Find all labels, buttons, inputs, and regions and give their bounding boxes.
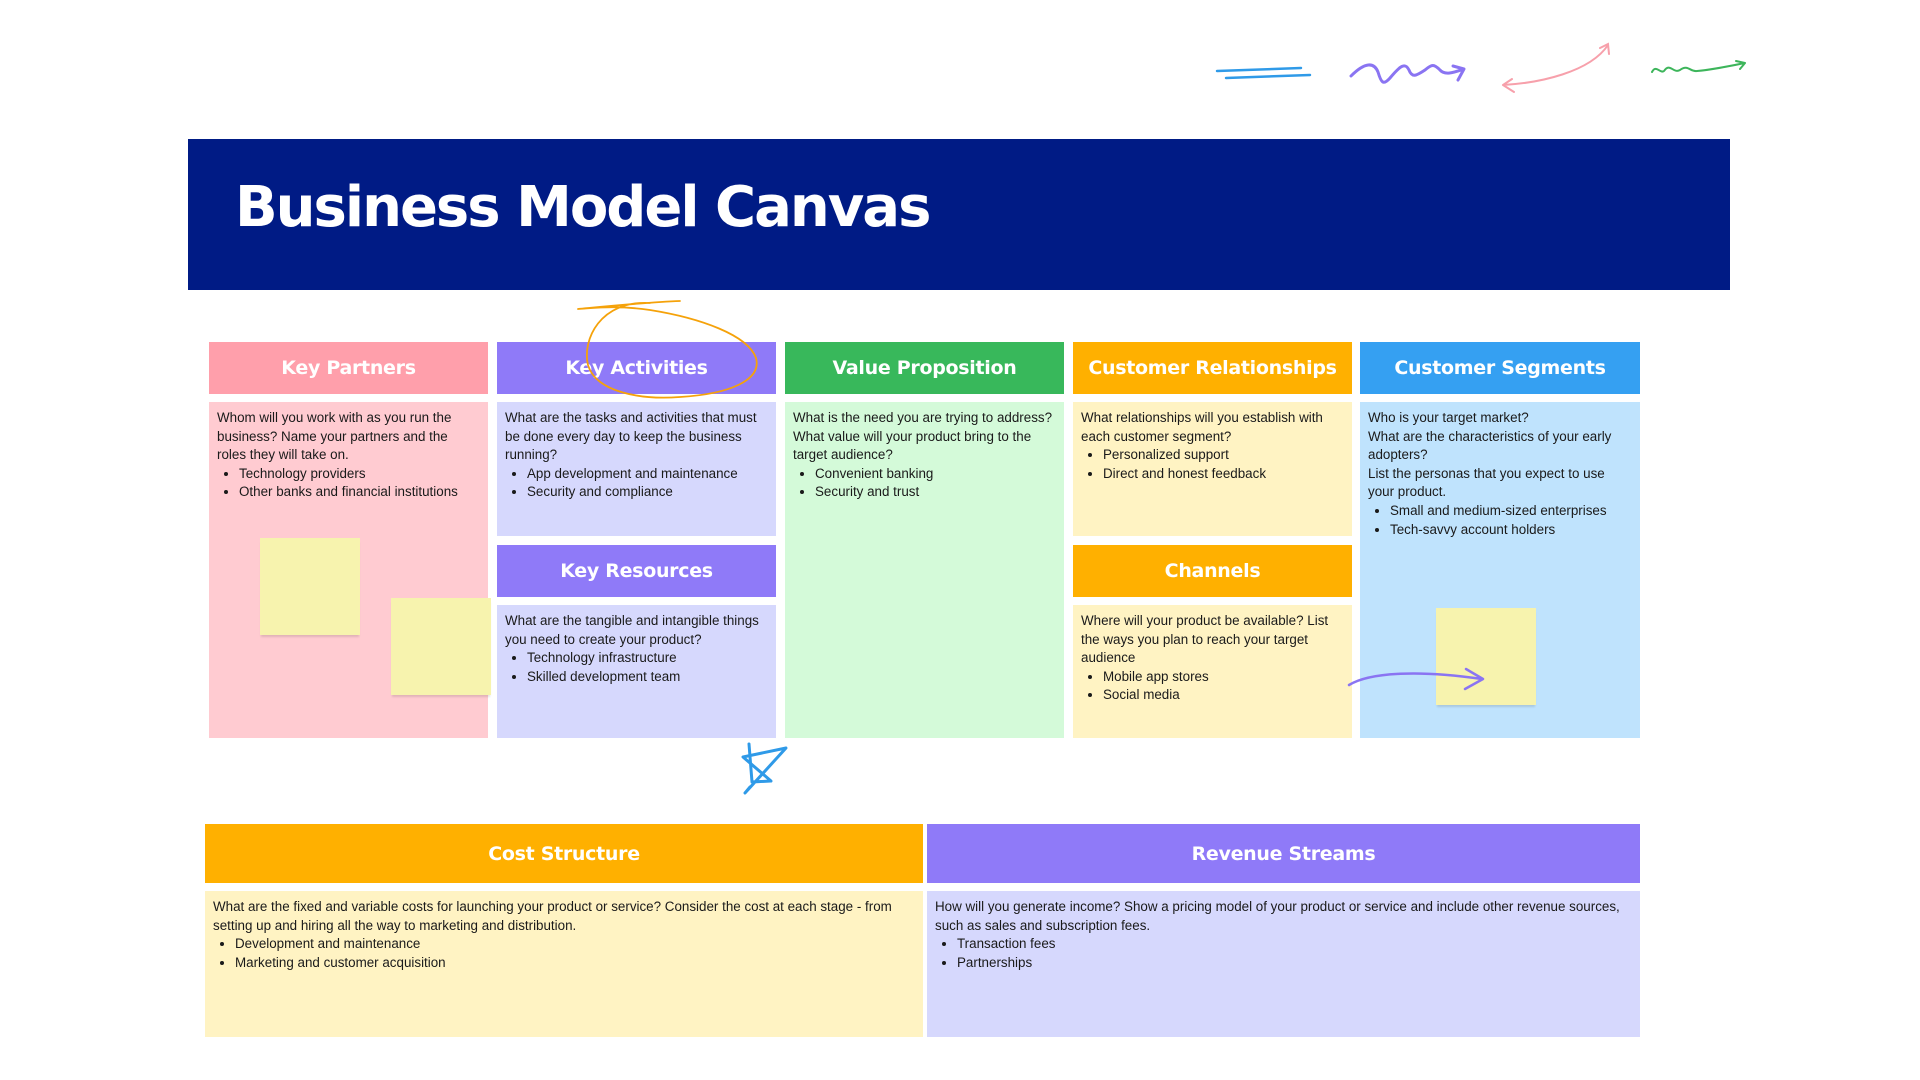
purple-squiggle-arrow [1349, 63, 1466, 84]
value-proposition-body[interactable]: What is the need you are trying to addre… [785, 402, 1064, 738]
list-item: Transaction fees [957, 935, 1632, 954]
channels-label: Channels [1164, 560, 1261, 582]
list-item: Technology providers [239, 465, 480, 484]
key-activities-header[interactable]: Key Activities [497, 342, 776, 394]
sticky-note[interactable] [260, 538, 360, 635]
green-squiggle-arrow [1651, 60, 1746, 73]
cost-structure-header[interactable]: Cost Structure [205, 824, 923, 883]
list-item: Security and compliance [527, 483, 768, 502]
blue-line-2 [1224, 73, 1312, 80]
revenue-streams-body[interactable]: How will you generate income? Show a pri… [927, 891, 1640, 1037]
list-item: Marketing and customer acquisition [235, 954, 915, 973]
key-resources-list: Technology infrastructure Skilled develo… [505, 649, 768, 686]
key-partners-header[interactable]: Key Partners [209, 342, 488, 394]
list-item: Social media [1103, 686, 1344, 705]
list-item: Convenient banking [815, 465, 1056, 484]
customer-relationships-prompt: What relationships will you establish wi… [1081, 410, 1323, 444]
list-item: Tech-savvy account holders [1390, 521, 1632, 540]
key-partners-prompt: Whom will you work with as you run the b… [217, 410, 452, 463]
channels-body[interactable]: Where will your product be available? Li… [1073, 605, 1352, 738]
pink-double-arrow [1502, 42, 1610, 93]
key-resources-prompt: What are the tangible and intangible thi… [505, 613, 759, 647]
key-activities-body[interactable]: What are the tasks and activities that m… [497, 402, 776, 536]
customer-relationships-list: Personalized support Direct and honest f… [1081, 446, 1344, 483]
list-item: Partnerships [957, 954, 1632, 973]
list-item: Development and maintenance [235, 935, 915, 954]
blue-line-1 [1215, 66, 1303, 73]
key-partners-list: Technology providers Other banks and fin… [217, 465, 480, 502]
value-proposition-list: Convenient banking Security and trust [793, 465, 1056, 502]
customer-segments-prompt-2: What are the characteristics of your ear… [1368, 428, 1612, 463]
list-item: Personalized support [1103, 446, 1344, 465]
cost-structure-body[interactable]: What are the fixed and variable costs fo… [205, 891, 923, 1037]
customer-segments-label: Customer Segments [1394, 357, 1606, 379]
list-item: Other banks and financial institutions [239, 483, 480, 502]
key-activities-list: App development and maintenance Security… [505, 465, 768, 502]
list-item: Technology infrastructure [527, 649, 768, 668]
key-activities-prompt: What are the tasks and activities that m… [505, 410, 757, 463]
value-proposition-prompt: What is the need you are trying to addre… [793, 410, 1053, 463]
list-item: Skilled development team [527, 668, 768, 687]
list-item: App development and maintenance [527, 465, 768, 484]
title-banner: Business Model Canvas [188, 139, 1730, 290]
customer-relationships-header[interactable]: Customer Relationships [1073, 342, 1352, 394]
channels-prompt: Where will your product be available? Li… [1081, 613, 1329, 666]
key-activities-label: Key Activities [565, 357, 708, 379]
revenue-streams-prompt: How will you generate income? Show a pri… [935, 899, 1620, 933]
list-item: Direct and honest feedback [1103, 465, 1344, 484]
key-partners-label: Key Partners [281, 357, 416, 379]
customer-segments-prompt-1: Who is your target market? [1368, 410, 1529, 425]
customer-relationships-label: Customer Relationships [1088, 357, 1337, 379]
sticky-note[interactable] [1436, 608, 1536, 705]
list-item: Small and medium-sized enterprises [1390, 502, 1632, 521]
channels-header[interactable]: Channels [1073, 545, 1352, 597]
list-item: Mobile app stores [1103, 668, 1344, 687]
customer-segments-prompt-3: List the personas that you expect to use… [1368, 465, 1605, 500]
revenue-streams-label: Revenue Streams [1191, 842, 1376, 865]
customer-segments-list: Small and medium-sized enterprises Tech-… [1368, 502, 1632, 539]
page-title: Business Model Canvas [235, 175, 931, 240]
revenue-streams-list: Transaction fees Partnerships [935, 935, 1632, 972]
customer-relationships-body[interactable]: What relationships will you establish wi… [1073, 402, 1352, 536]
channels-list: Mobile app stores Social media [1081, 668, 1344, 705]
cost-structure-list: Development and maintenance Marketing an… [213, 935, 915, 972]
customer-segments-header[interactable]: Customer Segments [1360, 342, 1640, 394]
revenue-streams-header[interactable]: Revenue Streams [927, 824, 1640, 883]
cost-structure-prompt: What are the fixed and variable costs fo… [213, 899, 892, 933]
value-proposition-label: Value Proposition [832, 357, 1017, 379]
value-proposition-header[interactable]: Value Proposition [785, 342, 1064, 394]
cost-structure-label: Cost Structure [488, 842, 640, 865]
key-resources-label: Key Resources [560, 560, 713, 582]
key-resources-header[interactable]: Key Resources [497, 545, 776, 597]
key-resources-body[interactable]: What are the tangible and intangible thi… [497, 605, 776, 738]
sticky-note[interactable] [391, 598, 491, 695]
list-item: Security and trust [815, 483, 1056, 502]
